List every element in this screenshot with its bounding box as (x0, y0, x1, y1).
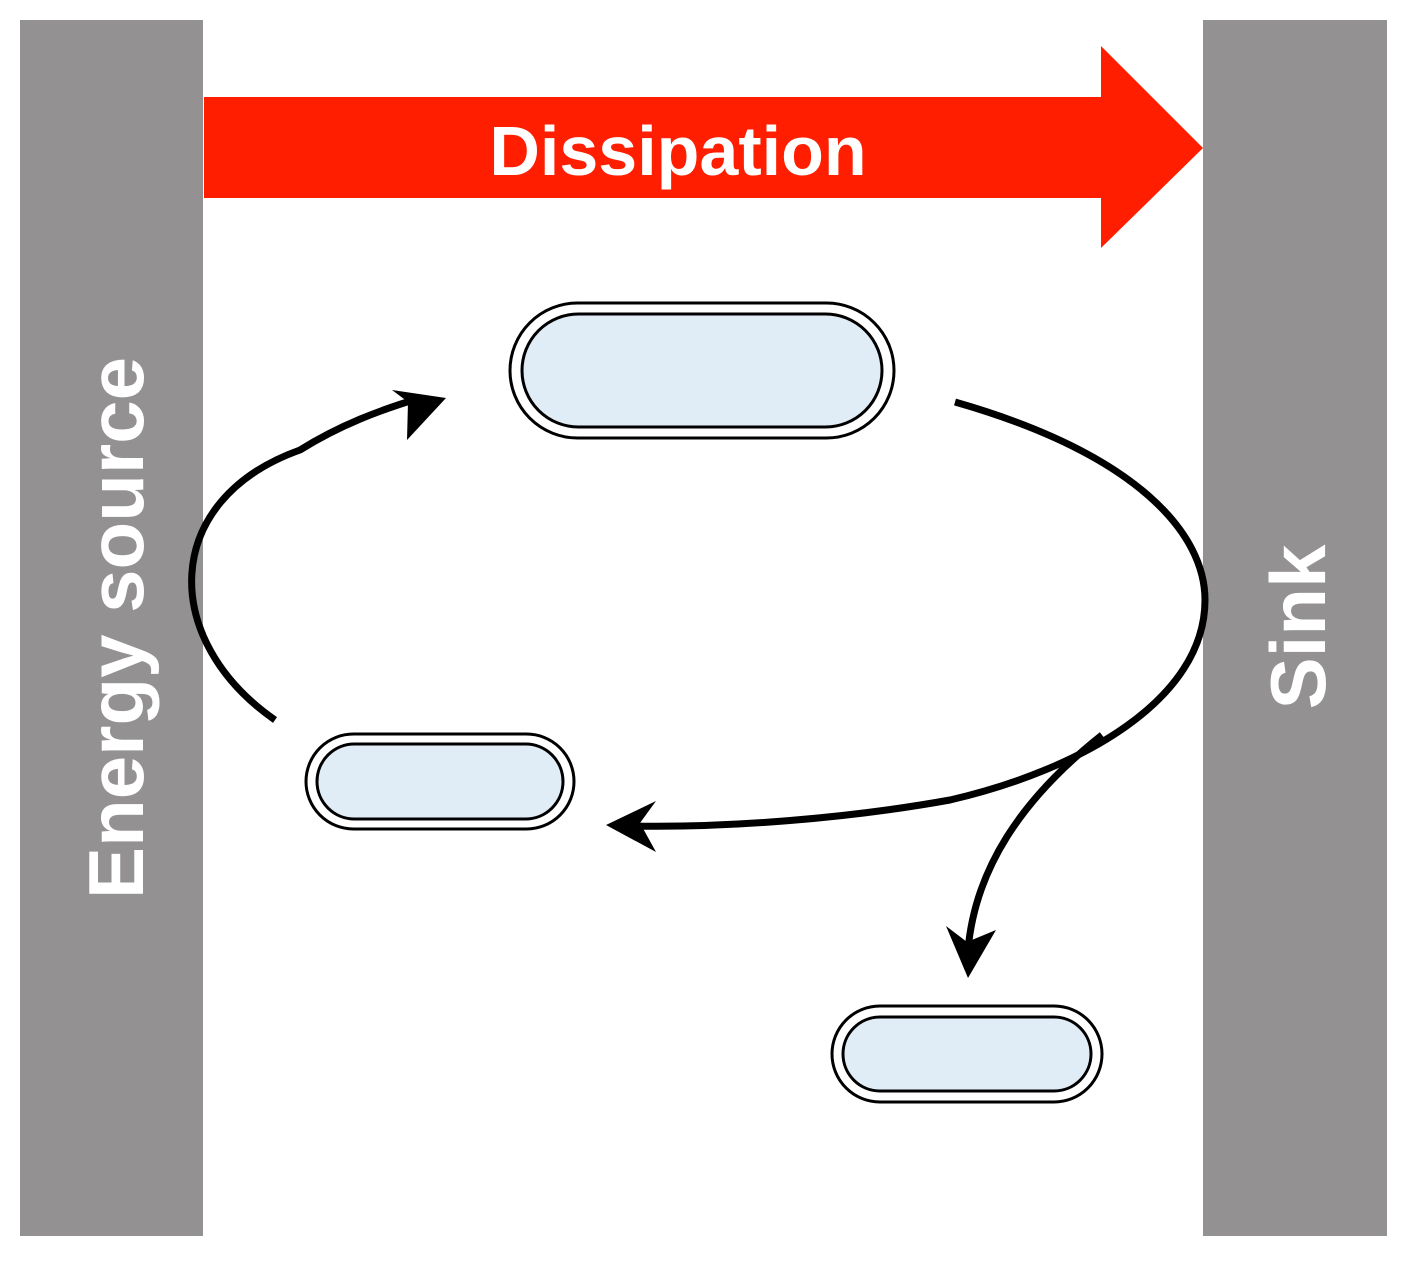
state-capsule-bottom-right-inner (841, 1015, 1093, 1093)
state-capsule-bottom-right (830, 1004, 1104, 1104)
energy-source-bar-fill (20, 20, 203, 1236)
cycle-arrow-top-to-left-line (629, 398, 1209, 830)
energy-source-bar: Energy source (20, 20, 203, 1236)
energy-source-label: Energy source (72, 357, 160, 899)
state-capsule-top (508, 301, 896, 440)
cycle-arrow-left-to-top (188, 390, 446, 723)
dissipation-label: Dissipation (489, 112, 866, 190)
sink-bar-fill (1203, 20, 1387, 1236)
cycle-arrow-left-to-top-head (392, 390, 446, 440)
sink-bar: Sink (1203, 20, 1387, 1236)
dissipation-arrow: Dissipation (204, 46, 1203, 248)
dissipation-arrow-shape (204, 46, 1203, 248)
branch-arrow-to-bottom-head (946, 926, 996, 978)
cycle-arrow-left-to-top-line (188, 394, 422, 723)
cycle-arrow-top-to-left (606, 398, 1209, 852)
state-capsule-left-inner (315, 742, 565, 821)
branch-arrow-to-bottom-line (964, 732, 1105, 951)
state-capsule-left (304, 732, 576, 831)
branch-arrow-to-bottom (946, 732, 1105, 978)
cycle-arrow-top-to-left-head (606, 801, 656, 852)
state-capsule-top-inner (520, 312, 884, 429)
sink-label: Sink (1254, 544, 1342, 709)
